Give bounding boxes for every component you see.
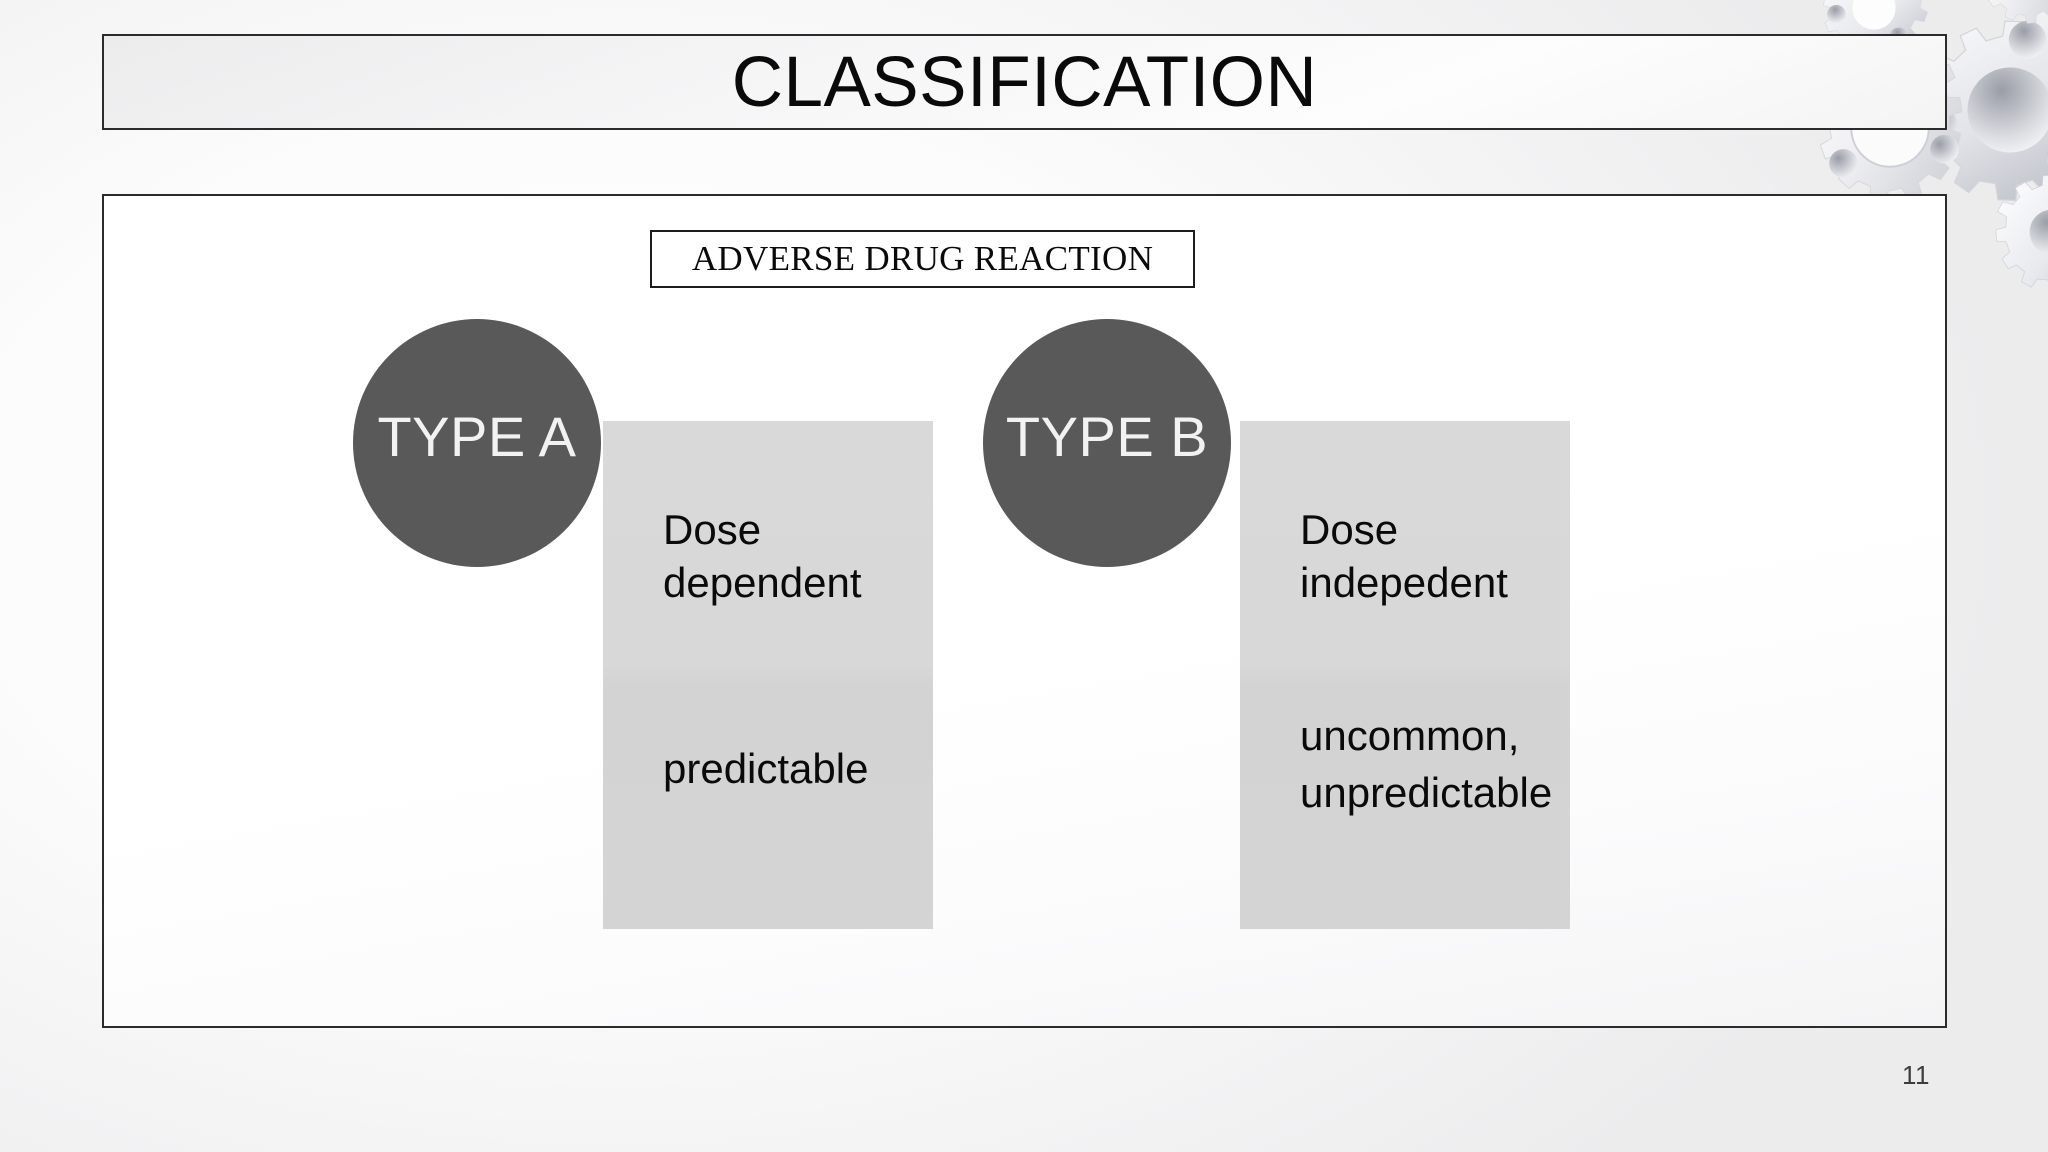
type-b-circle-label: TYPE B xyxy=(1005,405,1209,469)
type-b-circle: TYPE B xyxy=(983,319,1231,567)
type-a-top-text: Dose dependent xyxy=(663,506,862,606)
slide-title-box: CLASSIFICATION xyxy=(102,34,1947,130)
type-b-panel: Dose indepedent uncommon, unpredictable xyxy=(1240,421,1570,929)
type-a-circle: TYPE A xyxy=(353,319,601,567)
content-frame xyxy=(102,194,1947,1028)
page-number: 11 xyxy=(1902,1060,1930,1090)
type-a-circle-label: TYPE A xyxy=(377,405,577,469)
type-a-bottom-text: predictable xyxy=(663,745,869,792)
type-b-top-text: Dose indepedent xyxy=(1300,506,1508,606)
type-a-panel: Dose dependent predictable xyxy=(603,421,933,929)
adverse-drug-reaction-box: ADVERSE DRUG REACTION xyxy=(650,230,1195,288)
adverse-drug-reaction-label: ADVERSE DRUG REACTION xyxy=(691,239,1154,278)
type-b-bottom-text: uncommon, unpredictable xyxy=(1300,712,1553,816)
page-title: CLASSIFICATION xyxy=(731,42,1318,122)
